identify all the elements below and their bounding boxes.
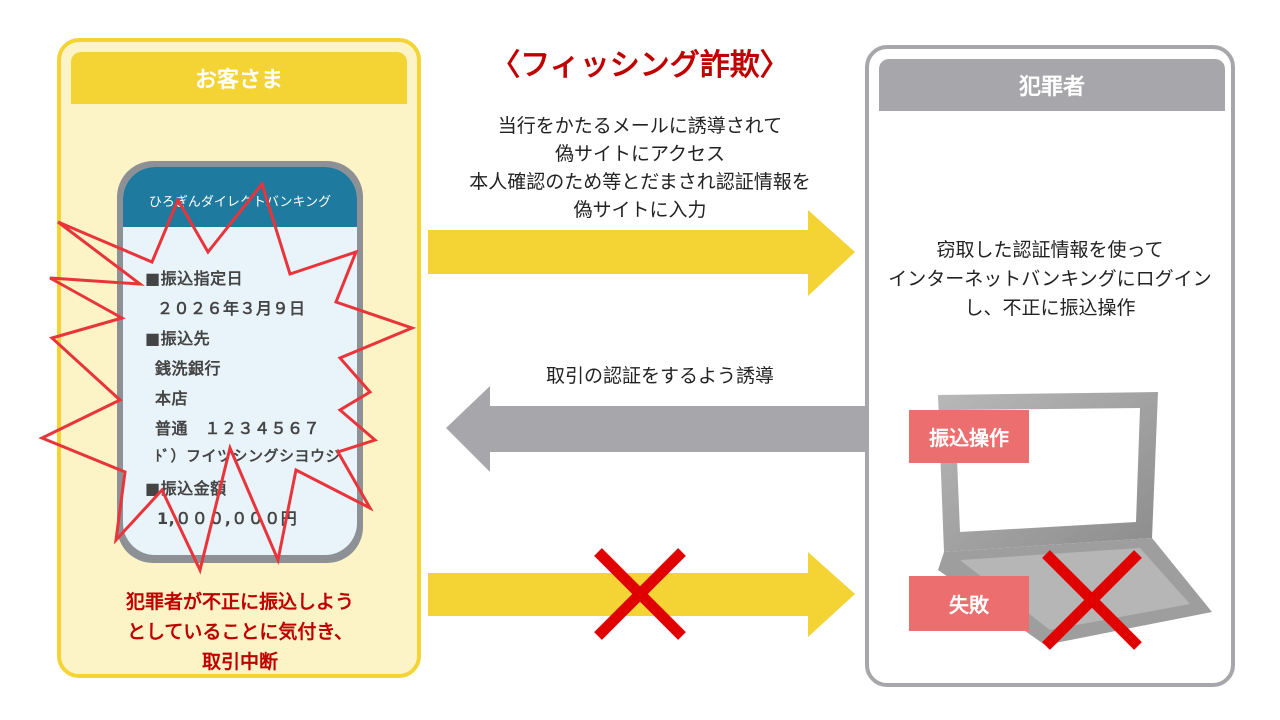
message-line: 本人確認のため等とだまされ認証情報を [469, 171, 811, 193]
criminal-desc-line: し、不正に振込操作 [964, 297, 1136, 319]
amount-value: 1,０００,０００円 [157, 509, 298, 528]
failure-badge: 失敗 [909, 576, 1029, 631]
payee-branch: 本店 [155, 389, 189, 408]
phone-screen: ひろぎんダイレクトバンキング ■振込指定日 ２０２６年３月９日 ■振込先 銭洗銀… [123, 167, 357, 555]
criminal-description: 窃取した認証情報を使って インターネットバンキングにログイン し、不正に振込操作 [880, 236, 1220, 323]
message-line: 偽サイトにアクセス [554, 143, 726, 165]
message-line: 当行をかたるメールに誘導されて [497, 115, 783, 137]
cross-mark-icon [594, 548, 686, 640]
message-line: 偽サイトに入力 [573, 199, 707, 221]
payee-name: ﾄﾞ）フイツシングシヨウジ [155, 447, 342, 465]
criminal-header: 犯罪者 [879, 59, 1225, 111]
arrow-to-customer [446, 386, 866, 472]
message-to-customer: 取引の認証をするよう誘導 [545, 365, 774, 387]
customer-note: 犯罪者が不正に振込しよう としていることに気付き、 取引中断 [70, 587, 410, 677]
customer-note-line: 取引中断 [201, 651, 278, 673]
arrow-to-criminal-top [428, 210, 855, 296]
criminal-desc-line: 窃取した認証情報を使って [936, 239, 1164, 261]
diagram-title: 〈フィッシング詐欺〉 [490, 48, 790, 83]
customer-header: お客さま [71, 52, 407, 104]
message-to-criminal: 当行をかたるメールに誘導されて 偽サイトにアクセス 本人確認のため等とだまされ認… [440, 112, 840, 224]
banking-app-header: ひろぎんダイレクトバンキング [123, 167, 357, 227]
payee-account: 普通 １２３４５６７ [155, 419, 321, 438]
criminal-desc-line: インターネットバンキングにログイン [888, 268, 1212, 290]
transfer-date-value: ２０２６年３月９日 [157, 299, 306, 318]
transfer-date-label: ■振込指定日 [145, 269, 244, 288]
payee-bank: 銭洗銀行 [155, 359, 222, 378]
customer-note-line: 犯罪者が不正に振込しよう [125, 591, 354, 613]
transfer-operation-badge: 振込操作 [909, 410, 1029, 463]
amount-label: ■振込金額 [145, 479, 227, 498]
smartphone: ひろぎんダイレクトバンキング ■振込指定日 ２０２６年３月９日 ■振込先 銭洗銀… [117, 161, 363, 563]
customer-note-line: としていることに気付き、 [126, 621, 354, 643]
payee-label: ■振込先 [145, 329, 211, 348]
